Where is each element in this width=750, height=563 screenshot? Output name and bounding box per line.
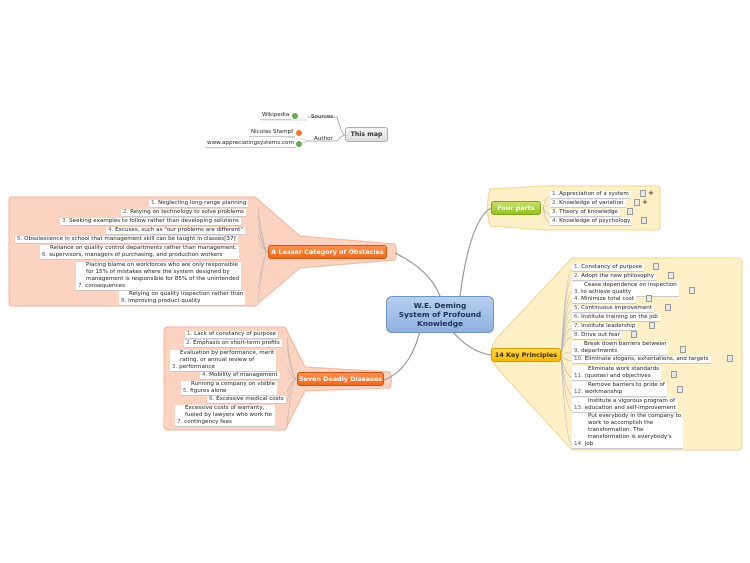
- principles-topic[interactable]: 14 Key Principles: [491, 348, 561, 362]
- note-icon[interactable]: [727, 355, 733, 362]
- expand-plus-icon[interactable]: +: [648, 189, 654, 197]
- disease-4[interactable]: 4. Mobility of management: [200, 372, 280, 380]
- principle-3[interactable]: Cease dependence on inspection 3. to ach…: [572, 282, 679, 297]
- rss-icon[interactable]: [296, 130, 302, 136]
- obstacle-7[interactable]: Placing blame on workforces who are only…: [76, 262, 242, 291]
- note-icon[interactable]: [641, 217, 647, 224]
- principle-1[interactable]: 1. Constancy of purpose: [572, 264, 645, 272]
- disease-2[interactable]: 2. Emphasis on short-term profits: [184, 340, 282, 348]
- part-3[interactable]: 3. Theory of knowledge: [550, 209, 620, 217]
- principle-8[interactable]: 8. Drive out fear: [572, 332, 622, 340]
- note-icon[interactable]: [680, 346, 686, 353]
- obstacle-5[interactable]: 5. Obsolescence in school that managemen…: [15, 236, 238, 244]
- central-title-line-3: Knowledge: [416, 319, 464, 328]
- diseases-topic[interactable]: Seven Deadly Diseases: [297, 372, 384, 386]
- principle-4[interactable]: 4. Minimize total cost: [572, 296, 636, 304]
- note-icon[interactable]: [649, 322, 655, 329]
- part-1[interactable]: 1. Appreciation of a system: [550, 191, 631, 199]
- this-map-topic[interactable]: This map: [345, 127, 388, 142]
- obstacle-1[interactable]: 1. Neglecting long-range planning: [149, 200, 249, 208]
- central-title-line-2: System of Profound: [398, 310, 482, 319]
- obstacle-2[interactable]: 2. Relying on technology to solve proble…: [121, 209, 246, 217]
- note-icon[interactable]: [627, 208, 633, 215]
- note-icon[interactable]: [653, 263, 659, 270]
- principle-5[interactable]: 5. Continuous improvement: [572, 305, 655, 313]
- author-label[interactable]: Author: [314, 136, 333, 142]
- four-parts-topic[interactable]: Four parts: [491, 201, 541, 215]
- disease-1[interactable]: 1. Lack of constancy of purpose: [185, 331, 279, 339]
- note-icon[interactable]: [671, 371, 677, 378]
- part-4[interactable]: 4. Knowledge of psychology: [550, 218, 633, 226]
- note-icon[interactable]: [677, 386, 683, 393]
- source-wikipedia[interactable]: Wikipedia: [260, 112, 292, 120]
- note-icon[interactable]: [665, 304, 671, 311]
- principle-10[interactable]: 10. Eliminate slogans, exhortations, and…: [572, 356, 711, 364]
- author-name[interactable]: Nicolas Stampf: [249, 129, 296, 137]
- note-icon[interactable]: [668, 272, 674, 279]
- principle-2[interactable]: 2. Adopt the new philosophy: [572, 273, 657, 281]
- disease-7[interactable]: Excessive costs of warranty, fueled by l…: [175, 405, 275, 427]
- note-icon[interactable]: [634, 199, 640, 206]
- expand-plus-icon[interactable]: +: [642, 198, 648, 206]
- principle-13[interactable]: Institute a vigorous program of 13. educ…: [572, 398, 678, 413]
- principle-6[interactable]: 6. Institute training on the job: [572, 314, 660, 322]
- obstacle-6[interactable]: Reliance on quality control departments …: [40, 245, 239, 260]
- link-icon[interactable]: [296, 141, 302, 147]
- disease-3[interactable]: Evaluation by performance, merit rating,…: [170, 350, 277, 372]
- principle-12[interactable]: Remove barriers to pride of 12. workmans…: [572, 382, 667, 397]
- central-topic[interactable]: W.E. Deming System of Profound Knowledge: [386, 296, 494, 333]
- disease-5[interactable]: Running a company on visible 5. figures …: [181, 381, 278, 396]
- author-website[interactable]: www.appreciatingsystems.com: [205, 140, 296, 148]
- part-2[interactable]: 2. Knowledge of variation: [550, 200, 626, 208]
- note-icon[interactable]: [646, 295, 652, 302]
- note-icon[interactable]: [631, 331, 637, 338]
- obstacles-topic[interactable]: A Lesser Category of Obstacles: [268, 245, 387, 259]
- principle-11[interactable]: Eliminate work standards 11. (quotas) an…: [572, 366, 662, 381]
- sources-label[interactable]: Sources: [311, 114, 334, 120]
- obstacle-4[interactable]: 4. Excuses, such as "our problems are di…: [106, 227, 245, 235]
- central-title-line-1: W.E. Deming: [413, 301, 467, 310]
- principle-9[interactable]: Break down barriers between 9. departmen…: [572, 341, 669, 356]
- disease-6[interactable]: 6. Excessive medical costs: [207, 396, 286, 404]
- principle-7[interactable]: 7. Institute leadership: [572, 323, 638, 331]
- note-icon[interactable]: [640, 190, 646, 197]
- link-icon[interactable]: [292, 113, 298, 119]
- note-icon[interactable]: [689, 287, 695, 294]
- obstacle-8[interactable]: Relying on quality inspection rather tha…: [119, 291, 246, 306]
- obstacle-3[interactable]: 3. Seeking examples to follow rather tha…: [60, 218, 241, 226]
- principle-14[interactable]: Put everybody in the company to work to …: [572, 413, 684, 449]
